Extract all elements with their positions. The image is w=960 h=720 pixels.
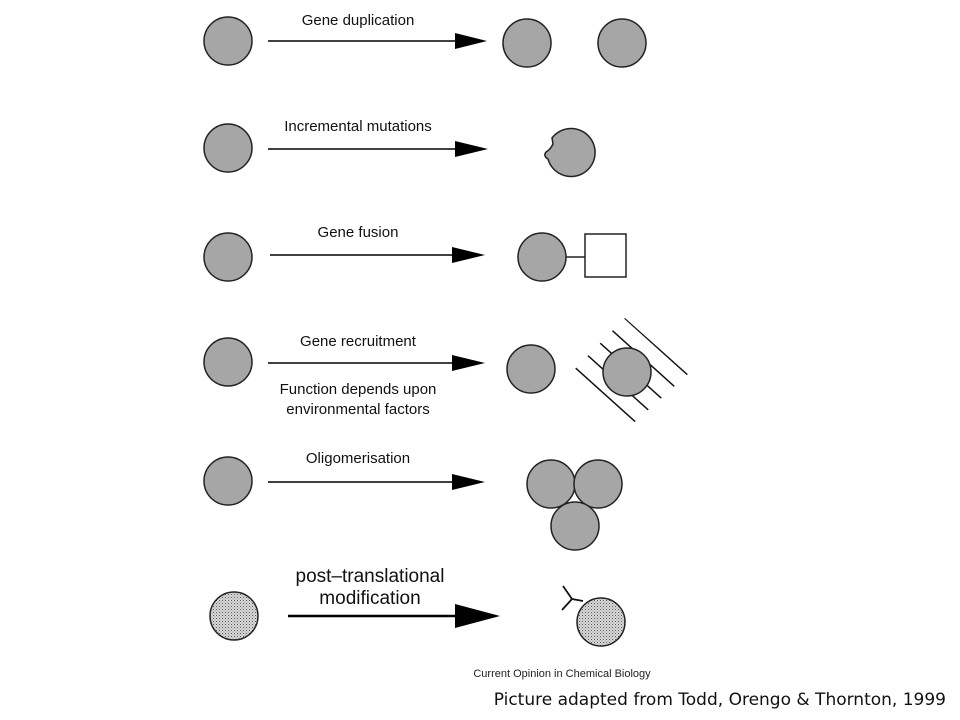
row-gene-recruitment: Gene recruitment Function depends upon e… <box>203 318 688 428</box>
row-label: Gene recruitment <box>300 333 417 350</box>
source-protein <box>203 16 253 66</box>
row-incremental-mutations: Incremental mutations <box>203 118 596 178</box>
journal-credit: Current Opinion in Chemical Biology <box>473 668 651 680</box>
row-label: Gene duplication <box>302 12 415 29</box>
row-post-translational-modification: post–translational modification <box>209 566 626 647</box>
row-label: Oligomerisation <box>306 450 410 467</box>
row-label: Incremental mutations <box>284 118 432 135</box>
modified-protein-dotted <box>576 597 626 647</box>
arrowhead <box>455 33 487 49</box>
source-protein <box>203 123 253 173</box>
row-gene-fusion: Gene fusion <box>203 224 627 282</box>
oligomer-subunit-2 <box>573 459 623 509</box>
source-protein <box>203 456 253 506</box>
row-gene-duplication: Gene duplication <box>203 12 647 68</box>
arrowhead <box>455 141 488 157</box>
recruited-protein-in-environment <box>602 347 652 397</box>
fused-new-domain <box>584 233 627 278</box>
arrowhead <box>452 247 485 263</box>
duplicate-protein-2 <box>597 18 647 68</box>
fused-protein-domain <box>517 232 567 282</box>
row-label: Gene fusion <box>318 224 399 241</box>
recruited-protein <box>506 344 556 394</box>
arrowhead <box>455 604 500 628</box>
mutated-protein <box>544 127 596 178</box>
duplicate-protein-1 <box>502 18 552 68</box>
source-protein <box>203 232 253 282</box>
row-sub-label-1: Function depends upon <box>280 381 437 398</box>
modification-group <box>561 585 584 611</box>
oligomer-subunit-3 <box>550 501 600 551</box>
arrowhead <box>452 474 485 490</box>
source-protein <box>203 337 253 387</box>
arrowhead <box>452 355 485 371</box>
row-sub-label-2: environmental factors <box>286 401 429 418</box>
row-label-line-1: post–translational <box>296 566 445 587</box>
row-oligomerisation: Oligomerisation <box>203 450 623 551</box>
oligomer-subunit-1 <box>526 459 576 509</box>
row-label-line-2: modification <box>319 588 420 609</box>
source-caption: Picture adapted from Todd, Orengo & Thor… <box>493 690 946 710</box>
source-protein-dotted <box>209 591 259 641</box>
